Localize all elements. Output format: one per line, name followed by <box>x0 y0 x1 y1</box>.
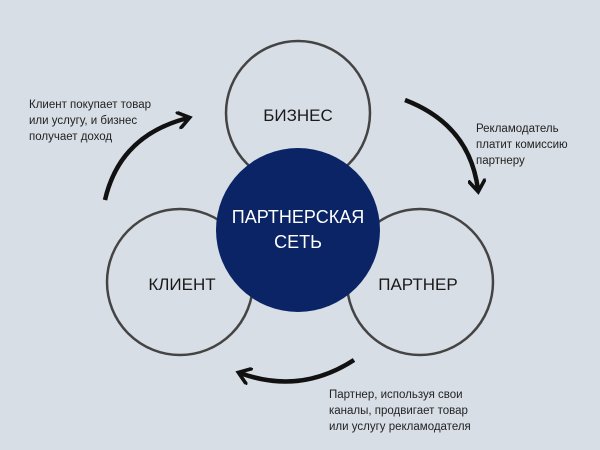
note-line: Рекламодатель <box>476 123 559 135</box>
note-line: получает доход <box>29 131 112 143</box>
note-partner-to-client: Партнер, используя свои каналы, продвига… <box>329 389 471 433</box>
note-client-to-business: Клиент покупает товар или услугу, и бизн… <box>29 99 151 143</box>
arrow-business-to-partner <box>404 97 478 190</box>
center-label-line2: СЕТЬ <box>274 232 322 252</box>
arrow-client-to-business <box>102 118 188 201</box>
note-line: партнеру <box>476 155 525 167</box>
note-line: или услугу рекламодателя <box>329 421 471 433</box>
note-line: или услугу, и бизнес <box>29 115 137 127</box>
partner-label: ПАРТНЕР <box>378 275 457 294</box>
arrow-partner-to-client <box>240 358 356 381</box>
note-line: каналы, продвигает товар <box>329 405 468 417</box>
note-line: Клиент покупает товар <box>29 99 151 111</box>
business-label: БИЗНЕС <box>263 106 333 125</box>
partner-network-circle <box>216 148 380 312</box>
client-label: КЛИЕНТ <box>148 275 215 294</box>
note-line: Партнер, используя свои <box>329 389 463 401</box>
center-label-line1: ПАРТНЕРСКАЯ <box>232 207 364 227</box>
note-business-to-partner: Рекламодатель платит комиссию партнеру <box>476 123 568 167</box>
note-line: платит комиссию <box>476 139 568 151</box>
